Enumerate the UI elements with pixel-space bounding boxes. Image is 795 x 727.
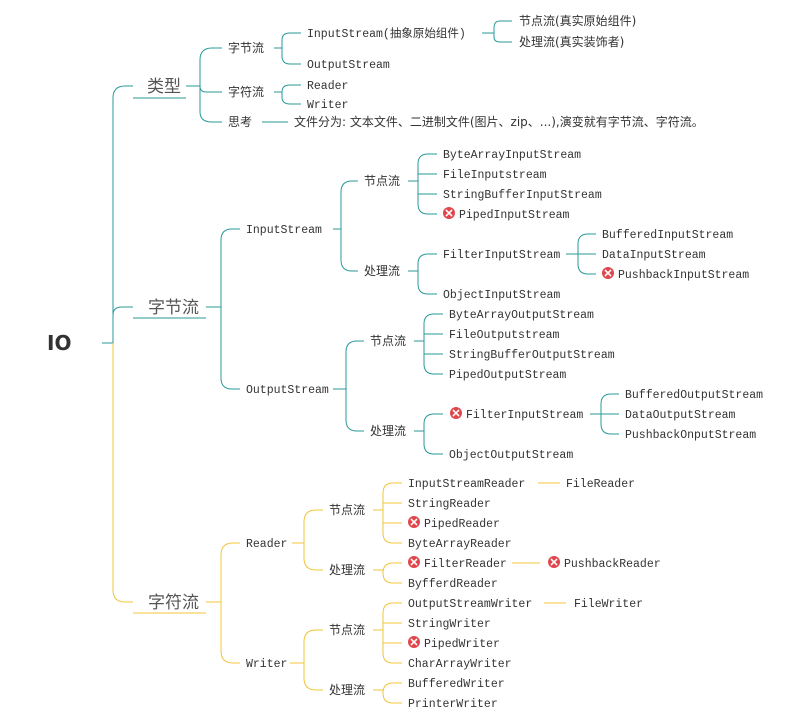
writer-node-item[interactable]: StringWriter — [408, 618, 491, 631]
error-x-icon — [407, 515, 421, 529]
file-writer[interactable]: FileWriter — [574, 598, 643, 611]
error-x-icon — [547, 555, 561, 569]
output-node-item[interactable]: StringBufferOutputStream — [449, 349, 615, 362]
file-reader[interactable]: FileReader — [566, 478, 635, 491]
char-stream-node[interactable]: 字符流 — [148, 593, 199, 613]
input-node-item[interactable]: FileInputstream — [443, 169, 547, 182]
error-x-icon — [407, 635, 421, 649]
node-underlines — [133, 97, 206, 614]
type-think-node[interactable]: 思考 — [228, 115, 252, 129]
input-node-item[interactable]: ByteArrayInputStream — [443, 149, 581, 162]
input-filter-item[interactable]: DataInputStream — [602, 249, 706, 262]
byte-stream-node[interactable]: 字节流 — [148, 298, 199, 318]
byte-connectors — [206, 153, 619, 455]
type-char-reader[interactable]: Reader — [307, 80, 348, 93]
writer-node-item[interactable]: PipedWriter — [424, 638, 500, 651]
input-node-item[interactable]: PipedInputStream — [459, 209, 570, 222]
input-stream-node[interactable]: InputStream — [246, 224, 322, 237]
type-char-node[interactable]: 字符流 — [228, 84, 264, 99]
reader-node-item[interactable]: PipedReader — [424, 518, 500, 531]
type-byte-output[interactable]: OutputStream — [307, 59, 390, 72]
output-filter-item[interactable]: PushbackOnputStream — [625, 429, 756, 442]
input-node-item[interactable]: StringBufferInputStream — [443, 189, 602, 202]
reader-proc-flow[interactable]: 处理流 — [329, 563, 365, 577]
output-node-item[interactable]: FileOutputstream — [449, 329, 560, 342]
reader-node-item[interactable]: ByteArrayReader — [408, 538, 512, 551]
input-filter-item[interactable]: BufferedInputStream — [602, 229, 733, 242]
type-connectors — [186, 20, 512, 123]
type-byte-proc-flow[interactable]: 处理流(真实装饰者) — [519, 34, 624, 49]
input-proc-flow[interactable]: 处理流 — [364, 264, 400, 278]
output-node-flow[interactable]: 节点流 — [370, 334, 406, 348]
writer-proc-flow[interactable]: 处理流 — [329, 683, 365, 697]
error-x-icon — [449, 406, 463, 420]
reader-proc-item[interactable]: ByfferdReader — [408, 578, 498, 591]
root-node[interactable]: IO — [47, 331, 71, 355]
root-connectors — [102, 85, 133, 603]
error-x-icon — [601, 266, 615, 280]
output-filter-item[interactable]: BufferedOutputStream — [625, 389, 763, 402]
char-connectors — [206, 482, 566, 704]
type-byte-input[interactable]: InputStream(抽象原始组件) — [307, 26, 466, 41]
error-x-icon — [442, 206, 456, 220]
input-object-stream[interactable]: ObjectInputStream — [443, 289, 560, 302]
writer-proc-item[interactable]: PrinterWriter — [408, 698, 498, 711]
error-x-icon — [407, 555, 421, 569]
type-byte-node-flow[interactable]: 节点流(真实原始组件) — [519, 13, 636, 28]
input-filter-stream[interactable]: FilterInputStream — [443, 249, 560, 262]
reader-node-item[interactable]: InputStreamReader — [408, 478, 525, 491]
output-filter-stream[interactable]: FilterInputStream — [466, 409, 583, 422]
type-think-text[interactable]: 文件分为: 文本文件、二进制文件(图片、zip、...),演变就有字节流、字符流… — [294, 114, 704, 129]
type-node[interactable]: 类型 — [147, 77, 181, 97]
pushback-reader[interactable]: PushbackReader — [564, 558, 661, 571]
input-filter-item[interactable]: PushbackInputStream — [618, 269, 749, 282]
output-object-stream[interactable]: ObjectOutputStream — [449, 449, 573, 462]
output-node-item[interactable]: ByteArrayOutputStream — [449, 309, 594, 322]
input-node-flow[interactable]: 节点流 — [364, 174, 400, 188]
reader-node-flow[interactable]: 节点流 — [329, 503, 365, 517]
reader-node[interactable]: Reader — [246, 538, 287, 551]
writer-node-item[interactable]: CharArrayWriter — [408, 658, 512, 671]
writer-node[interactable]: Writer — [246, 658, 287, 671]
output-stream-node[interactable]: OutputStream — [246, 384, 329, 397]
writer-node-item[interactable]: OutputStreamWriter — [408, 598, 532, 611]
output-proc-flow[interactable]: 处理流 — [370, 424, 406, 438]
reader-node-item[interactable]: StringReader — [408, 498, 491, 511]
output-node-item[interactable]: PipedOutputStream — [449, 369, 566, 382]
writer-proc-item[interactable]: BufferedWriter — [408, 678, 505, 691]
output-filter-item[interactable]: DataOutputStream — [625, 409, 736, 422]
type-byte-node[interactable]: 字节流 — [228, 40, 264, 55]
type-char-writer[interactable]: Writer — [307, 99, 348, 112]
writer-node-flow[interactable]: 节点流 — [329, 623, 365, 637]
reader-proc-item[interactable]: FilterReader — [424, 558, 507, 571]
